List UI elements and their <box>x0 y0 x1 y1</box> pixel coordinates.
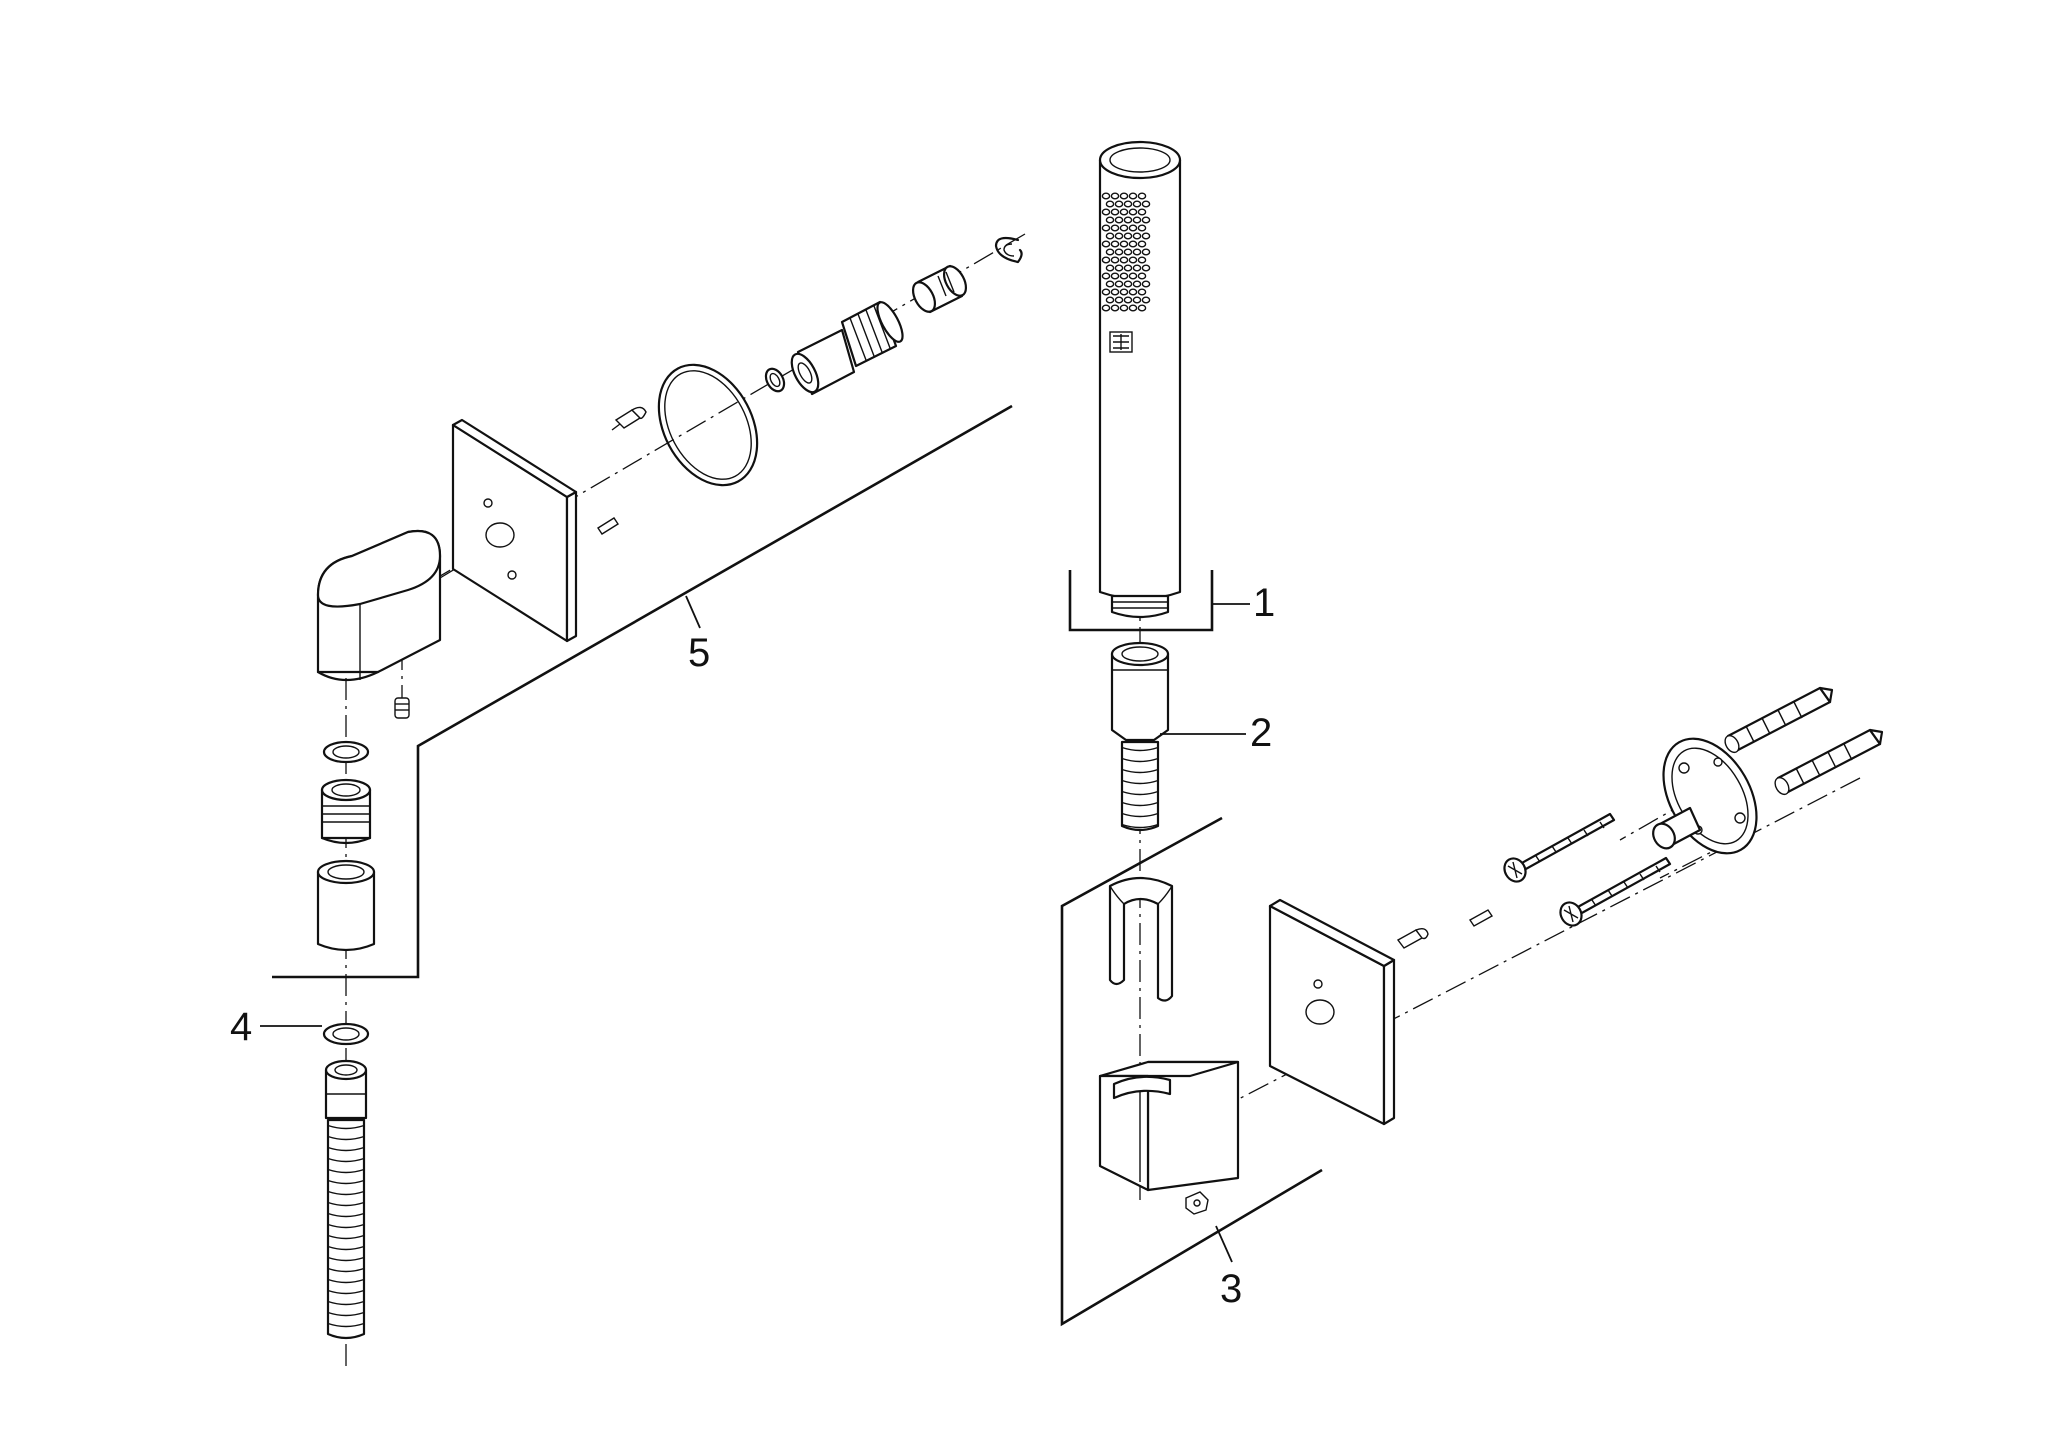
coupling-hose-end <box>1120 740 1160 832</box>
outlet-retaining-clip <box>994 236 1023 264</box>
hand-shower-body <box>1098 140 1182 619</box>
holder-wall-anchor-2 <box>1774 728 1884 796</box>
group-1-frame <box>1068 570 1214 632</box>
callout-4-label: 4 <box>230 1005 252 1049</box>
group-3-wall-holder <box>1060 686 1884 1327</box>
group-5-wall-outlet <box>272 233 1026 1370</box>
axis-holder-horizontal <box>1139 777 1861 1151</box>
hose-connector <box>324 1059 368 1120</box>
group-2-hose-coupling <box>1110 641 1170 832</box>
outlet-washer-top <box>322 740 370 764</box>
group-3-frame <box>1060 816 1323 1327</box>
callout-3-label: 3 <box>1220 1267 1242 1311</box>
outlet-wall-plate <box>451 418 578 643</box>
coupling-nut <box>1110 641 1170 742</box>
brand-logo <box>1109 331 1133 353</box>
outlet-cartridge <box>911 264 968 314</box>
callout-3-leader <box>1215 1225 1233 1263</box>
holder-clip-insert <box>1108 876 1174 1002</box>
holder-pin <box>1468 909 1494 927</box>
hose-washer <box>322 1022 370 1046</box>
holder-wall-anchor-1 <box>1724 686 1834 754</box>
holder-nut <box>1185 1191 1209 1215</box>
callouts: 1 2 3 4 5 <box>230 581 1275 1311</box>
outlet-valve-insert <box>790 300 904 396</box>
outlet-plate-screw <box>611 406 647 431</box>
outlet-large-o-ring <box>657 363 759 487</box>
group-1-hand-shower <box>1068 140 1214 1200</box>
callout-5-leader <box>685 595 701 629</box>
outlet-elbow-body <box>316 529 442 682</box>
group-4-hose <box>322 1022 370 1340</box>
callout-2-label: 2 <box>1250 711 1272 755</box>
outlet-pin <box>597 517 619 535</box>
outlet-threaded-nipple <box>320 778 372 845</box>
outlet-grub-screw <box>394 697 410 719</box>
callout-5-label: 5 <box>688 631 710 675</box>
holder-wall-plate <box>1268 898 1396 1126</box>
outlet-sleeve <box>316 859 376 952</box>
holder-screw-2 <box>1559 856 1672 927</box>
spray-face-nozzles <box>1101 192 1151 312</box>
holder-body <box>1098 1060 1240 1192</box>
group-5-frame <box>272 404 1013 979</box>
hose-flexible <box>326 1118 366 1340</box>
outlet-small-washer <box>764 367 786 393</box>
holder-plate-screw <box>1396 927 1429 949</box>
holder-mounting-flange <box>1652 737 1758 855</box>
holder-screw-1 <box>1503 812 1616 883</box>
callout-1-label: 1 <box>1253 581 1275 625</box>
